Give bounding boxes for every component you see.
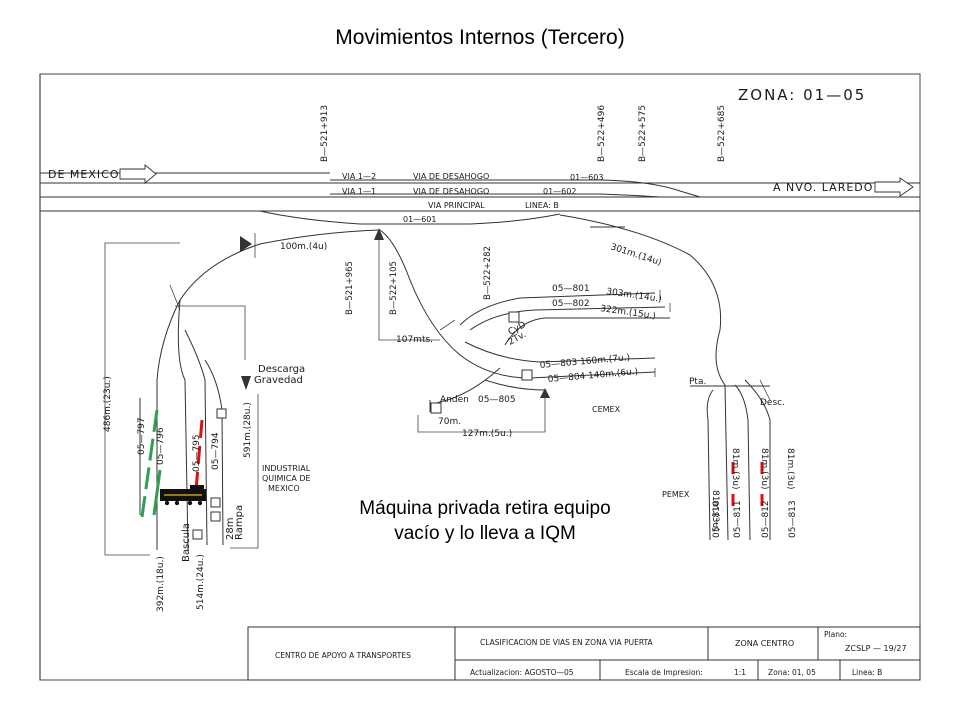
t01-602-label: 01—602 xyxy=(543,187,576,196)
len-100-label: 100m.(4u) xyxy=(280,242,327,252)
anden-label: Anden xyxy=(440,395,469,405)
t05-802-label: 05—802 xyxy=(552,299,590,309)
tb-escala-label: Escala de Impresion: xyxy=(625,668,703,677)
center-tracks xyxy=(374,226,671,433)
t05-795-label: 05—795 xyxy=(192,434,202,472)
green-track-05-797 xyxy=(140,409,159,518)
km-mark-522-496: B—522+496 xyxy=(597,105,607,162)
len-301-label: 301m.(14u) xyxy=(609,242,662,268)
tb-escala-value: 1:1 xyxy=(734,668,746,677)
pemex-track-labels: 81m.(3u) 81m.(3u) 81m.(3u) 81m.(3u) 05—8… xyxy=(710,448,798,538)
drawing-frame xyxy=(39,73,921,681)
bascula-label: Bascula xyxy=(181,523,192,562)
len-81-b-label: 81m.(3u) xyxy=(730,448,740,490)
km-521-965-label: B—521+965 xyxy=(345,261,355,315)
km-mark-522-575: B—522+575 xyxy=(638,105,648,162)
locomotive-icon xyxy=(160,485,206,506)
caption-line-2: vacío y lo lleva a IQM xyxy=(394,523,576,544)
green-track-05-796 xyxy=(152,469,162,516)
zone-label: ZONA: 01—05 xyxy=(738,86,866,104)
t01-603-label: 01—603 xyxy=(570,173,603,182)
t05-810-label: 05—810 xyxy=(712,500,722,538)
desc-label: Desc. xyxy=(760,398,785,408)
to-nvo-laredo-arrow: A NVO. LAREDO xyxy=(773,177,914,197)
len-127-label: 127m.(5u.) xyxy=(462,429,512,439)
caption-box: Máquina privada retira equipo vacío y lo… xyxy=(325,496,645,546)
red-track-05-795 xyxy=(194,419,204,491)
gravedad-label: Gravedad xyxy=(254,375,303,386)
t05-804-label: 05—804 140m.(6u.) xyxy=(547,367,638,385)
tb-clasificacion: CLASIFICACION DE VIAS EN ZONA VIA PUERTA xyxy=(480,638,653,647)
via-1-1-label: VIA 1—1 xyxy=(342,187,376,196)
industrial-label-line2: QUIMICA DE xyxy=(262,474,311,483)
from-label: DE MEXICO xyxy=(48,168,119,181)
main-track-labels: VIA 1—2 VIA DE DESAHOGO 01—603 VIA 1—1 V… xyxy=(342,172,603,224)
via-1-2-label: VIA 1—2 xyxy=(342,172,376,181)
len-322-label: 322m.(15u.) xyxy=(600,304,657,322)
tb-plano-label: Plano: xyxy=(824,630,847,639)
linea-b-label: LINEA: B xyxy=(525,201,559,210)
len-81-d-label: 81m.(3u) xyxy=(785,448,795,490)
pemex-label: PEMEX xyxy=(662,490,690,499)
t05-811-label: 05—811 xyxy=(733,500,743,538)
title-block: CENTRO DE APOYO A TRANSPORTES CLASIFICAC… xyxy=(247,626,921,681)
cemex-label: CEMEX xyxy=(592,405,621,414)
industrial-lead-tracks xyxy=(104,229,381,556)
t05-794-label: 05—794 xyxy=(211,432,221,470)
tb-centro: CENTRO DE APOYO A TRANSPORTES xyxy=(275,651,411,660)
km-marks-top: B—521+913 B—522+496 B—522+575 B—522+685 xyxy=(320,105,727,162)
t05-797-label: 05—797 xyxy=(137,417,147,455)
t05-813-label: 05—813 xyxy=(788,500,798,538)
t05-796-label: 05—796 xyxy=(156,427,166,465)
desahogo-upper-label: VIA DE DESAHOGO xyxy=(413,172,489,181)
to-label: A NVO. LAREDO xyxy=(773,181,873,194)
len-486-label: 486m.(23u.) xyxy=(103,376,113,432)
main-lines xyxy=(40,172,920,225)
len-514-label: 514m.(24u.) xyxy=(196,554,206,610)
len-81-a-label: 81m.(3u) xyxy=(710,490,720,532)
pta-label: Pta. xyxy=(689,377,706,387)
pemex-tracks xyxy=(559,214,771,541)
km-mark-521-913: B—521+913 xyxy=(320,105,330,162)
len-107-label: 107mts. xyxy=(396,335,433,345)
via-principal-label: VIA PRINCIPAL xyxy=(428,201,485,210)
left-track-labels: Descarga Gravedad 486m.(23u.) 05—797 05—… xyxy=(103,364,311,612)
len-591-label: 591m.(28u.) xyxy=(243,402,253,458)
descarga-label: Descarga xyxy=(258,364,305,375)
seventy-m-label: 70m. xyxy=(438,417,461,427)
km-522-105-label: B—522+105 xyxy=(389,261,399,315)
slide-title: Movimientos Internos (Tercero) xyxy=(335,26,625,49)
highlighted-tracks xyxy=(140,409,764,518)
tb-linea: Linea: B xyxy=(852,668,882,677)
tb-zona: Zona: 01, 05 xyxy=(768,668,816,677)
tb-zona-centro: ZONA CENTRO xyxy=(735,639,794,648)
t01-601-label: 01—601 xyxy=(403,215,436,224)
len-392-label: 392m.(18u.) xyxy=(156,556,166,612)
t05-805-label: 05—805 xyxy=(478,395,516,405)
rampa-label: Rampa xyxy=(234,505,245,540)
tb-plano-value: ZCSLP — 19/27 xyxy=(845,644,907,653)
len-81-c-label: 81m.(3u) xyxy=(759,448,769,490)
t05-801-label: 05—801 xyxy=(552,284,590,294)
t05-812-label: 05—812 xyxy=(761,500,771,538)
tb-actualizacion: Actualizacion: AGOSTO—05 xyxy=(470,668,574,677)
km-522-282-label: B—522+282 xyxy=(483,246,493,300)
from-mexico-arrow: DE MEXICO xyxy=(48,164,157,184)
industrial-label-line3: MEXICO xyxy=(268,484,300,493)
caption-line-1: Máquina privada retira equipo xyxy=(359,498,611,519)
twentyeight-m-label: 28m xyxy=(225,518,236,540)
km-mark-522-685: B—522+685 xyxy=(717,105,727,162)
industrial-label-line1: INDUSTRIAL xyxy=(262,464,311,473)
desahogo-lower-label: VIA DE DESAHOGO xyxy=(413,187,489,196)
len-303-label: 303m.(14u.) xyxy=(606,287,663,305)
